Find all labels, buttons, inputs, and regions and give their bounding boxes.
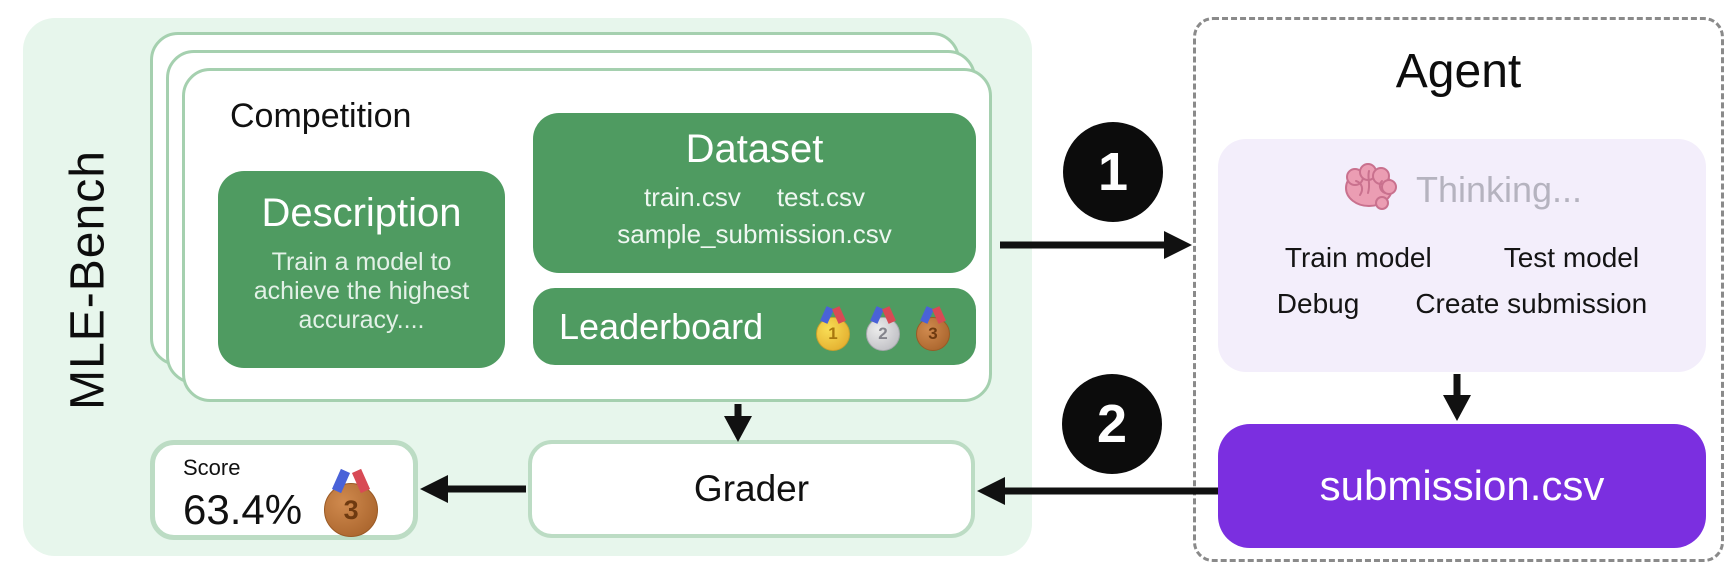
step-2-badge: 2 <box>1062 374 1162 474</box>
leaderboard-title: Leaderboard <box>559 305 764 347</box>
gold-medal-icon: 1 <box>816 316 850 351</box>
description-body: Train a model to achieve the highest acc… <box>253 248 470 334</box>
score-box: Score 63.4% 3 <box>150 440 418 540</box>
agent-thinking-box: Thinking... Train model Test model Debug… <box>1218 139 1706 372</box>
dataset-file-train: train.csv <box>644 182 741 212</box>
action-train-model: Train model <box>1284 242 1432 273</box>
action-test-model: Test model <box>1503 242 1640 273</box>
step-1-badge: 1 <box>1063 122 1163 222</box>
description-title: Description <box>261 191 462 235</box>
competition-title: Competition <box>230 97 412 135</box>
submission-csv-label: submission.csv <box>1319 462 1605 509</box>
leaderboard-medals: 1 2 3 <box>816 303 950 351</box>
competition-card: Competition Description Train a model to… <box>182 68 992 402</box>
grader-box: Grader <box>528 440 975 538</box>
action-debug: Debug <box>1276 288 1360 319</box>
submission-csv-box: submission.csv <box>1218 424 1706 548</box>
dataset-file-test: test.csv <box>776 182 865 212</box>
dataset-box: Dataset train.csv test.csv sample_submis… <box>533 113 976 273</box>
brain-icon <box>1342 163 1398 216</box>
agent-title: Agent <box>1395 45 1522 98</box>
silver-medal-icon: 2 <box>866 316 900 351</box>
bronze-medal-icon: 3 <box>916 316 950 351</box>
dataset-file-sample-submission: sample_submission.csv <box>617 219 892 249</box>
score-value: 63.4% <box>183 486 303 533</box>
dataset-title: Dataset <box>685 127 824 171</box>
bronze-medal-icon: 3 <box>324 483 379 537</box>
mle-bench-label: MLE-Bench <box>61 150 115 410</box>
leaderboard-box: Leaderboard 1 2 3 <box>533 288 976 365</box>
agent-container <box>1193 17 1724 562</box>
thinking-label: Thinking... <box>1415 168 1583 210</box>
action-create-submission: Create submission <box>1415 288 1648 319</box>
score-label: Score <box>183 455 241 480</box>
description-box: Description Train a model to achieve the… <box>218 171 505 368</box>
grader-label: Grader <box>693 468 810 509</box>
